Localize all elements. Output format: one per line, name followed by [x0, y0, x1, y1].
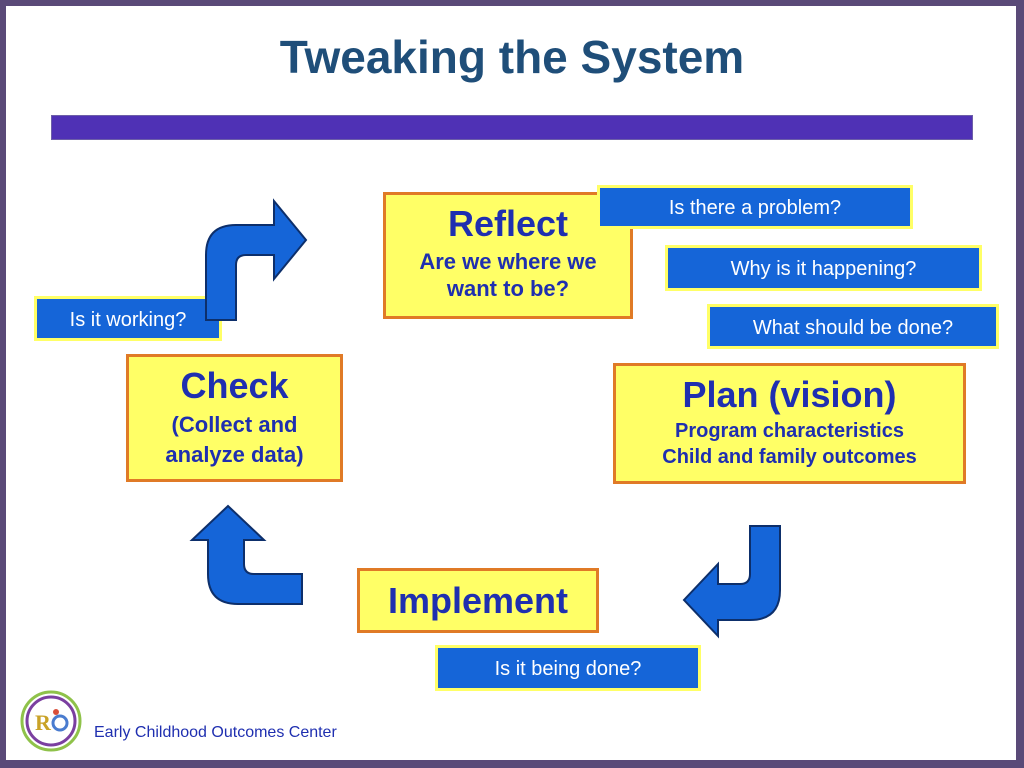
- eco-logo: R: [20, 690, 82, 752]
- svg-text:R: R: [35, 710, 52, 735]
- question-problem: Is there a problem?: [597, 185, 913, 229]
- question-being-done: Is it being done?: [435, 645, 701, 691]
- reflect-label: Reflect: [447, 203, 569, 244]
- question-what-text: What should be done?: [752, 317, 954, 339]
- plan-box: Plan (vision) Program characteristics Ch…: [613, 363, 966, 484]
- implement-label: Implement: [387, 580, 569, 621]
- question-why: Why is it happening?: [665, 245, 982, 291]
- check-subtitle: (Collect and analyze data): [165, 411, 304, 468]
- check-box: Check (Collect and analyze data): [126, 354, 343, 482]
- arrow-implement-to-check: [189, 504, 303, 605]
- question-why-text: Why is it happening?: [730, 258, 917, 280]
- reflect-subtitle: Are we where we want to be?: [419, 248, 597, 302]
- plan-subtitle-outcomes: Child and family outcomes: [662, 445, 917, 468]
- page-title: Tweaking the System: [279, 31, 745, 83]
- question-working: Is it working?: [34, 296, 222, 341]
- reflect-box: Reflect Are we where we want to be?: [383, 192, 633, 319]
- question-working-text: Is it working?: [69, 309, 187, 331]
- title-divider-bar: [51, 115, 973, 140]
- footer-org-name: Early Childhood Outcomes Center: [94, 724, 337, 741]
- arrow-plan-to-implement: [682, 525, 781, 639]
- question-being-done-text: Is it being done?: [494, 658, 642, 680]
- implement-box: Implement: [357, 568, 599, 633]
- arrow-check-to-reflect: [205, 198, 308, 321]
- plan-label: Plan (vision): [682, 374, 897, 415]
- plan-subtitle-characteristics: Program characteristics: [674, 419, 904, 442]
- check-label: Check: [180, 365, 289, 406]
- question-what: What should be done?: [707, 304, 999, 349]
- question-problem-text: Is there a problem?: [668, 197, 842, 219]
